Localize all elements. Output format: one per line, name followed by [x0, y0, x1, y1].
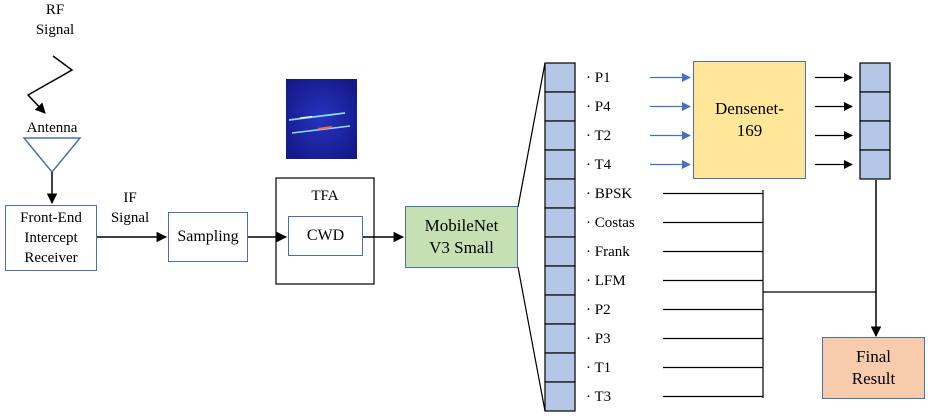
feature-cell — [544, 120, 576, 151]
final-result-label: Final Result — [851, 347, 896, 388]
output-class-label: · T3 — [586, 388, 612, 405]
mobilenet-box: MobileNet V3 Small — [405, 206, 518, 268]
tf-image — [286, 79, 357, 159]
densenet-output-cell — [859, 91, 891, 122]
feature-cell — [544, 323, 576, 354]
output-class-label: · T1 — [586, 359, 612, 376]
final-result-box: Final Result — [822, 337, 925, 399]
cwd-box: CWD — [288, 216, 363, 256]
feature-cell — [544, 91, 576, 122]
receiver-box: Front-End Intercept Receiver — [5, 205, 97, 271]
feature-cell — [544, 381, 576, 412]
tfa-label: TFA — [311, 188, 339, 204]
sampling-label: Sampling — [177, 228, 239, 245]
output-class-label: · BPSK — [586, 185, 633, 202]
feature-cell — [544, 352, 576, 383]
densenet-label: Densenet- 169 — [715, 99, 784, 140]
output-class-label: · P3 — [586, 330, 611, 347]
densenet-output-cell — [859, 120, 891, 151]
feature-cell — [544, 207, 576, 238]
receiver-label: Front-End Intercept Receiver — [20, 210, 82, 266]
densenet-input-arrows — [650, 72, 691, 170]
feature-cell — [544, 236, 576, 267]
output-class-label: · P2 — [586, 301, 611, 318]
fan-line-top — [517, 62, 546, 208]
output-class-label: · Frank — [586, 243, 630, 260]
output-class-label: · P4 — [586, 98, 611, 115]
densenet-box: Densenet- 169 — [693, 61, 806, 179]
densenet-output-cell — [859, 149, 891, 180]
rf-signal-wave — [26, 55, 74, 114]
output-class-label: · Costas — [586, 214, 635, 231]
sampling-box: Sampling — [168, 212, 248, 262]
densenet-output-vector — [859, 62, 891, 180]
cwd-label: CWD — [306, 227, 345, 244]
antenna-label: Antenna — [26, 120, 78, 136]
feature-cell — [544, 294, 576, 325]
feature-cell — [544, 62, 576, 93]
antenna-icon — [22, 137, 82, 174]
output-class-label: · T4 — [586, 156, 612, 173]
output-class-label: · P1 — [586, 69, 611, 86]
feature-cell — [544, 178, 576, 209]
tfa-frame — [275, 177, 375, 285]
densenet-output-arrows — [815, 72, 853, 170]
rf-signal-label: RF Signal — [35, 2, 75, 38]
class-merge-lines — [663, 192, 763, 398]
fan-line-bottom — [517, 266, 546, 412]
densenet-output-cell — [859, 62, 891, 93]
output-class-label: · LFM — [586, 272, 626, 289]
output-class-label: · T2 — [586, 127, 612, 144]
feature-cell — [544, 149, 576, 180]
mobilenet-label: MobileNet V3 Small — [424, 216, 499, 257]
feature-vector — [544, 62, 576, 412]
if-signal-label: IF Signal — [110, 190, 150, 226]
feature-cell — [544, 265, 576, 296]
